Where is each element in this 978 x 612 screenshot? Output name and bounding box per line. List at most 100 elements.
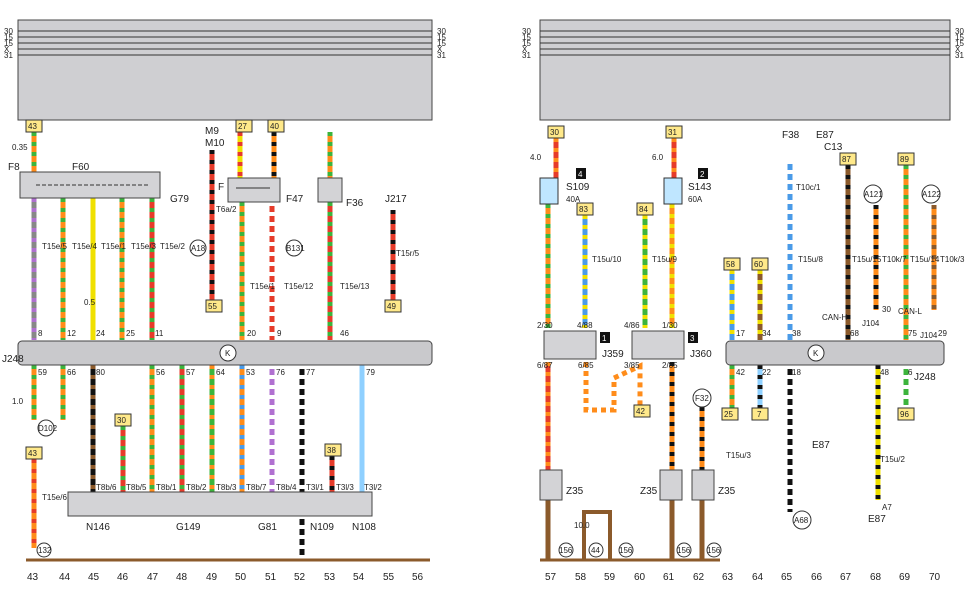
axis-right-64: 64	[752, 572, 764, 583]
terminal-25	[721, 407, 739, 421]
label-s109: S109	[566, 182, 590, 193]
label-can-h: CAN-H	[822, 313, 848, 322]
heater-z35-a	[539, 469, 563, 501]
label-j360: J360	[690, 349, 712, 360]
conn-t6a-2: T6a/2	[216, 205, 237, 214]
bus-label-l6: 30	[522, 27, 531, 36]
axis-left-52: 52	[294, 572, 306, 583]
axis-left-45: 45	[88, 572, 100, 583]
wire-ground-loop	[582, 510, 612, 560]
terminal-38-left	[324, 443, 342, 457]
badge-4-text: 4	[578, 170, 583, 179]
bus-lines	[18, 30, 950, 56]
axis-right-65: 65	[781, 572, 793, 583]
label-g81: G81	[258, 522, 277, 533]
badge-2	[698, 168, 708, 179]
badge-4	[576, 168, 586, 179]
pin-left-bot-5: 57	[186, 368, 195, 377]
conn-t15u-14: T15u/14	[910, 255, 940, 264]
conn-t15u-15: T15u/15	[852, 255, 882, 264]
label-g149: G149	[176, 522, 201, 533]
pin-right-3: 38	[792, 329, 801, 338]
node-b131-text: B131	[286, 244, 305, 253]
conn-t8b-1: T8b/1	[156, 483, 177, 492]
conn-t15e-1a: T15e/1	[101, 242, 126, 251]
label-f: F	[218, 182, 224, 193]
terminal-38-left-text: 38	[327, 446, 336, 455]
terminal-84	[636, 202, 654, 216]
label-j359: J359	[602, 349, 624, 360]
power-bus-left	[17, 19, 433, 121]
terminal-49-text: 49	[387, 302, 396, 311]
terminal-7	[751, 407, 769, 421]
terminal-49	[384, 299, 402, 313]
pin-left-top-5: 11	[155, 329, 164, 338]
label-z35-a: Z35	[566, 486, 584, 497]
bus-label-r3: 15	[437, 39, 446, 48]
label-f60: F60	[72, 162, 90, 173]
pin-right-11: 6	[908, 368, 913, 377]
terminal-25-text: 25	[724, 410, 733, 419]
actuator-panel	[67, 491, 373, 517]
pin-left-top-4: 25	[126, 329, 135, 338]
ground-44	[588, 542, 604, 558]
axis-right-70: 70	[929, 572, 941, 583]
relay-pin-6-85: 6/85	[578, 361, 594, 370]
wire-size-6: 10.0	[574, 521, 590, 530]
pin-left-bot-6: 64	[216, 368, 225, 377]
badge-3	[688, 332, 698, 343]
terminal-30-right	[547, 125, 565, 139]
conn-t10k-7: T10k/7	[882, 255, 907, 264]
wire-size-4: 4.0	[530, 153, 542, 162]
terminal-55-text: 55	[208, 302, 217, 311]
pin-left-bot-9: 77	[306, 368, 315, 377]
conn-t8b-2: T8b/2	[186, 483, 207, 492]
terminal-87	[839, 152, 857, 166]
pin-left-bot-10: 79	[366, 368, 375, 377]
terminal-27	[235, 119, 253, 133]
conn-t8b-3: T8b/3	[216, 483, 237, 492]
badge-1-text: 1	[602, 334, 607, 343]
bus-label-l8: 15	[522, 39, 531, 48]
conn-t8b-7: T8b/7	[246, 483, 267, 492]
node-a68-text: A68	[794, 516, 809, 525]
conn-t15e-5: T15e/5	[42, 242, 67, 251]
axis-left-46: 46	[117, 572, 129, 583]
terminal-42-text: 42	[636, 407, 645, 416]
terminal-89-text: 89	[900, 155, 909, 164]
badge-1	[600, 332, 610, 343]
terminal-30-left	[114, 413, 132, 427]
axis-left-53: 53	[324, 572, 336, 583]
terminal-31	[665, 125, 683, 139]
conn-t8b-4: T8b/4	[276, 483, 297, 492]
node-f32	[692, 388, 712, 408]
label-j104-b: J104	[920, 331, 938, 340]
axis-right-60: 60	[634, 572, 646, 583]
pin-left-top-2: 12	[67, 329, 76, 338]
label-s143-rating: 60A	[688, 195, 703, 204]
conn-t15r-5: T15r/5	[396, 249, 420, 258]
conn-t15e-6: T15e/6	[42, 493, 67, 502]
conn-t15u-8: T15u/8	[798, 255, 823, 264]
label-f38: F38	[782, 130, 800, 141]
axis-left-56: 56	[412, 572, 424, 583]
bus-label-l5: 31	[4, 51, 13, 60]
ground-132-text: 132	[38, 546, 52, 555]
bus-label-r7: 15	[955, 33, 964, 42]
wire-size-1: 0.35	[12, 143, 28, 152]
control-unit-left-label: J248	[2, 354, 24, 365]
label-s109-rating: 40A	[566, 195, 581, 204]
axis-right-57: 57	[545, 572, 557, 583]
pin-left-bot-8: 76	[276, 368, 285, 377]
terminal-83	[576, 202, 594, 216]
bus-label-r5: 31	[437, 51, 446, 60]
terminal-87-text: 87	[842, 155, 851, 164]
axis-left-48: 48	[176, 572, 188, 583]
control-unit-right	[725, 340, 945, 366]
pin-left-top-8: 46	[340, 329, 349, 338]
conn-t15e-4: T15e/4	[72, 242, 97, 251]
node-d102-text: D102	[38, 424, 58, 433]
badge-3-text: 3	[690, 334, 695, 343]
axis-left-47: 47	[147, 572, 159, 583]
